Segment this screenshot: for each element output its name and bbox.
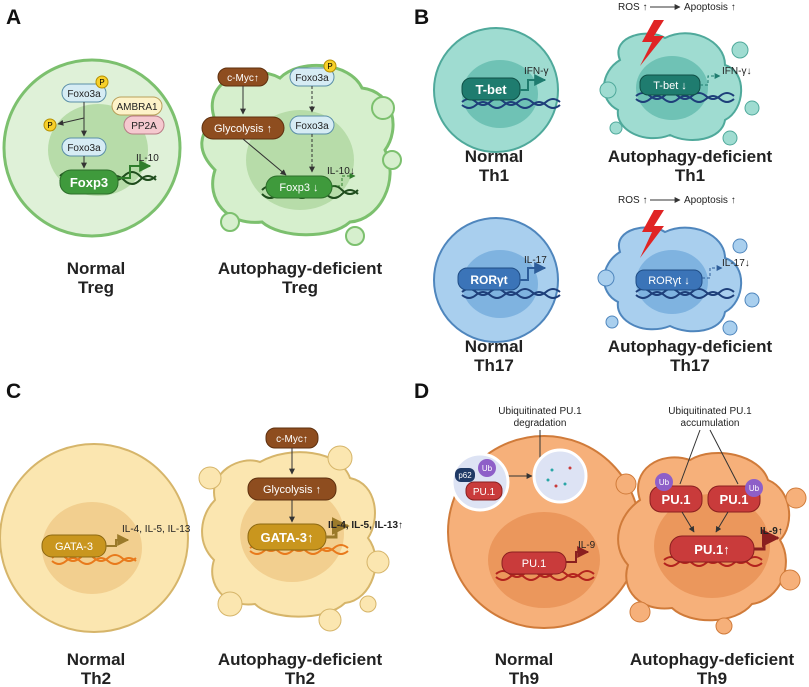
ub-label-2: Ub bbox=[659, 478, 670, 487]
panel-letter-d: D bbox=[414, 380, 429, 403]
apoptosis-label-th1: Apoptosis ↑ bbox=[684, 2, 736, 13]
caption-deficient-th1-2: Th1 bbox=[675, 166, 705, 185]
normal-th2-cell: GATA-3 IL-4, IL-5, IL-13 bbox=[0, 443, 191, 633]
gata3-tf: GATA-3 bbox=[55, 541, 93, 553]
rorgt-tf: RORγt bbox=[470, 273, 507, 287]
caption-deficient-th9-2: Th9 bbox=[697, 669, 727, 687]
il9-up-label: IL-9↑ bbox=[760, 526, 783, 537]
p62-label: p62 bbox=[458, 471, 472, 480]
glycolysis-label: Glycolysis ↑ bbox=[214, 123, 272, 135]
caption-normal-th17-1: Normal bbox=[465, 337, 524, 356]
panel-letter-a: A bbox=[6, 6, 21, 29]
caption-deficient-th17-2: Th17 bbox=[670, 356, 710, 375]
panel-letter-b: B bbox=[414, 6, 429, 29]
foxp3-deficient-tf: Foxp3 ↓ bbox=[279, 182, 318, 194]
pu1-up-tf: PU.1↑ bbox=[694, 542, 729, 557]
deficient-th9-cell: Ubiquitinated PU.1 accumulation PU.1 PU.… bbox=[615, 406, 807, 635]
pu1-a-label: PU.1 bbox=[662, 492, 691, 507]
pu1-b-label: PU.1 bbox=[720, 492, 749, 507]
caption-deficient-treg-2: Treg bbox=[282, 278, 318, 297]
il10-label: IL-10 bbox=[136, 153, 159, 164]
ros-label-th1: ROS ↑ bbox=[618, 2, 647, 13]
phospho-label-3: P bbox=[327, 62, 332, 71]
ifng-label: IFN-γ bbox=[524, 66, 548, 77]
il17-deficient-label: IL-17↓ bbox=[722, 258, 750, 269]
cmyc-th2-label: c-Myc↑ bbox=[276, 434, 308, 445]
normal-treg-cell: Foxo3a P AMBRA1 PP2A P Foxo3a Foxp3 IL-1… bbox=[2, 58, 182, 238]
cmyc-label: c-Myc↑ bbox=[227, 73, 259, 84]
caption-normal-th9-2: Th9 bbox=[509, 669, 539, 687]
ambra1-label: AMBRA1 bbox=[116, 102, 158, 113]
panel-letter-c: C bbox=[6, 380, 21, 403]
apoptosis-label-th17: Apoptosis ↑ bbox=[684, 195, 736, 206]
normal-th9-cell: Ubiquitinated PU.1 degradation p62 Ub PU… bbox=[447, 406, 641, 629]
caption-normal-th17-2: Th17 bbox=[474, 356, 514, 375]
caption-normal-treg-1: Normal bbox=[67, 259, 126, 278]
caption-normal-treg-2: Treg bbox=[78, 278, 114, 297]
deficient-treg-cell: c-Myc↑ Foxo3a P Foxo3a Glycolysis ↑ Foxp… bbox=[200, 59, 402, 246]
pu1-small-label: PU.1 bbox=[473, 487, 496, 498]
tbet-tf: T-bet bbox=[475, 82, 507, 97]
foxo3a-label-mid: Foxo3a bbox=[67, 143, 101, 154]
caption-deficient-th2-2: Th2 bbox=[285, 669, 315, 687]
caption-normal-th1-2: Th1 bbox=[479, 166, 509, 185]
caption-deficient-th1-1: Autophagy-deficient bbox=[608, 147, 773, 166]
ub-label-3: Ub bbox=[749, 484, 760, 493]
tbet-deficient-tf: T-bet ↓ bbox=[653, 80, 687, 92]
ros-lightning-icon bbox=[640, 20, 664, 66]
ros-label-th17: ROS ↑ bbox=[618, 195, 647, 206]
degradation-note-2: degradation bbox=[514, 418, 567, 429]
gata3-deficient-tf: GATA-3↑ bbox=[261, 530, 314, 545]
ub-label: Ub bbox=[482, 464, 493, 473]
phospho-label-2: P bbox=[47, 121, 52, 130]
pu1-tf: PU.1 bbox=[522, 558, 546, 570]
deficient-th2-cell: c-Myc↑ Glycolysis ↑ GATA-3↑ IL-4, IL-5, … bbox=[198, 427, 403, 632]
glycolysis-th2-label: Glycolysis ↑ bbox=[263, 484, 321, 496]
il4-5-13-label: IL-4, IL-5, IL-13 bbox=[122, 524, 191, 535]
foxo3a-p-label: Foxo3a bbox=[295, 73, 329, 84]
phospho-label: P bbox=[99, 78, 104, 87]
foxp3-tf: Foxp3 bbox=[70, 175, 108, 190]
accumulation-note-2: accumulation bbox=[681, 418, 740, 429]
il4-5-13-up-label: IL-4, IL-5, IL-13↑ bbox=[328, 520, 403, 531]
caption-deficient-th9-1: Autophagy-deficient bbox=[630, 650, 795, 669]
pp2a-label: PP2A bbox=[131, 121, 157, 132]
deficient-th17-cell: ROS ↑ Apoptosis ↑ RORγt ↓ IL-17↓ bbox=[597, 195, 760, 336]
il10-deficient-label: IL-10↓ bbox=[327, 166, 355, 177]
caption-normal-th2-1: Normal bbox=[67, 650, 126, 669]
caption-deficient-th17-1: Autophagy-deficient bbox=[608, 337, 773, 356]
caption-normal-th1-1: Normal bbox=[465, 147, 524, 166]
caption-deficient-th2-1: Autophagy-deficient bbox=[218, 650, 383, 669]
deficient-th1-cell: ROS ↑ Apoptosis ↑ T-bet ↓ IFN-γ↓ bbox=[599, 2, 760, 146]
caption-deficient-treg-1: Autophagy-deficient bbox=[218, 259, 383, 278]
il17-label: IL-17 bbox=[524, 255, 547, 266]
ros-lightning-icon-2 bbox=[640, 210, 664, 258]
il9-label: IL-9 bbox=[578, 540, 596, 551]
caption-normal-th9-1: Normal bbox=[495, 650, 554, 669]
degradation-note-1: Ubiquitinated PU.1 bbox=[498, 406, 582, 417]
accumulation-note-1: Ubiquitinated PU.1 bbox=[668, 406, 752, 417]
rorgt-deficient-tf: RORγt ↓ bbox=[648, 275, 690, 287]
normal-th17-cell: RORγt IL-17 bbox=[433, 217, 561, 343]
caption-normal-th2-2: Th2 bbox=[81, 669, 111, 687]
ifng-deficient-label: IFN-γ↓ bbox=[722, 66, 751, 77]
foxo3a-label: Foxo3a bbox=[67, 89, 101, 100]
foxo3a-deficient-label: Foxo3a bbox=[295, 121, 329, 132]
normal-th1-cell: T-bet IFN-γ bbox=[433, 27, 561, 153]
